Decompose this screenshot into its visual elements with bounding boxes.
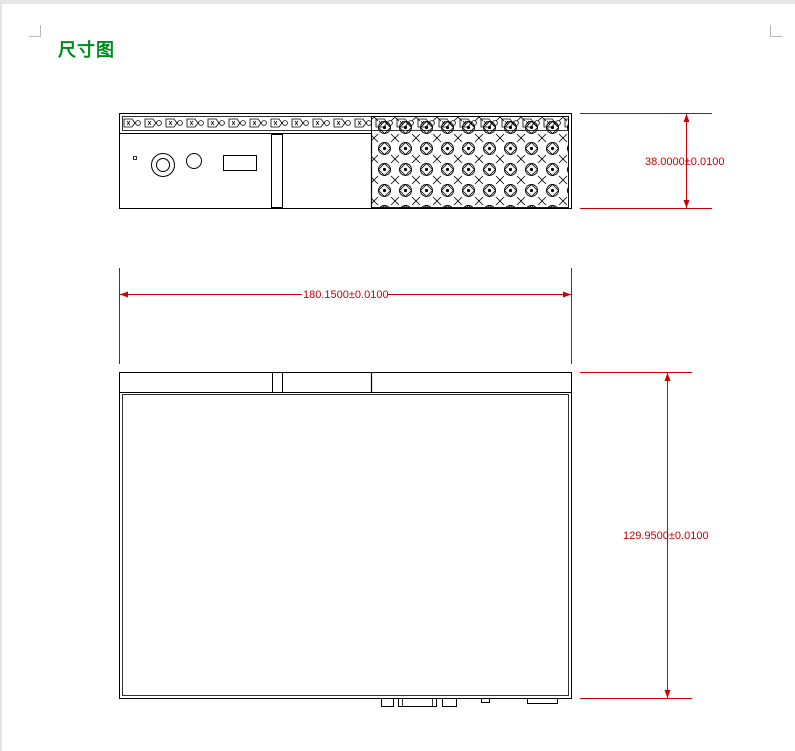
rear-port-1 <box>381 698 394 707</box>
latch-top <box>272 372 283 393</box>
page-corner-mark-right <box>770 25 782 37</box>
depth-dimension: 129.9500±0.0100 <box>580 372 709 699</box>
top-view <box>119 372 572 707</box>
front-panel-outline <box>119 113 572 209</box>
top-view-outline <box>119 372 572 699</box>
width-dimension: 180.1500±0.0100 <box>119 268 572 364</box>
side-vent-grille <box>371 116 569 208</box>
depth-dimension-label: 129.9500±0.0100 <box>623 530 709 542</box>
front-view <box>119 113 572 209</box>
height-dimension: 38.0000±0.0100 <box>580 113 724 209</box>
page-title: 尺寸图 <box>58 40 115 61</box>
led-icon <box>133 156 137 160</box>
rear-port-3 <box>481 698 490 703</box>
power-knob-inner-icon <box>156 158 170 172</box>
rear-power-port <box>527 698 558 704</box>
width-dimension-label: 180.1500±0.0100 <box>303 289 389 301</box>
height-dimension-label: 38.0000±0.0100 <box>645 156 724 168</box>
power-knob-icon <box>151 153 175 177</box>
chassis-inner-outline <box>122 394 569 696</box>
rear-port-2 <box>442 698 457 707</box>
front-latch <box>271 134 283 208</box>
round-port-icon <box>186 153 202 169</box>
page-corner-mark-left <box>29 25 41 37</box>
usb-port-icon <box>223 155 257 171</box>
rear-vga-port <box>398 698 437 707</box>
